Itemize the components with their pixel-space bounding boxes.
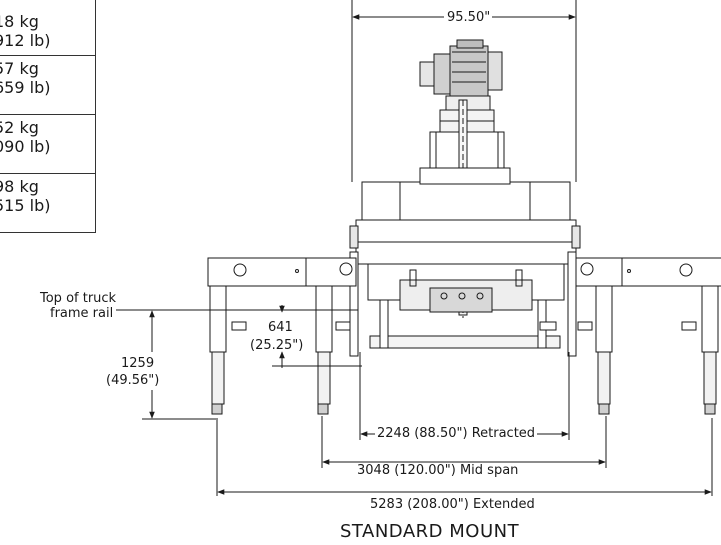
left-outrigger <box>207 257 357 415</box>
weight-row: 57 kg659 lb) <box>0 55 96 115</box>
weight-row: 98 kg515 lb) <box>0 173 96 233</box>
weight-kg: 52 kg <box>0 118 39 137</box>
right-outrigger <box>539 257 721 415</box>
top-width-label: 95.50" <box>445 10 493 25</box>
weight-lb: 090 lb) <box>0 137 51 156</box>
weight-lb: 659 lb) <box>0 78 51 97</box>
weight-kg: 18 kg <box>0 12 39 31</box>
top-width-dimension <box>351 0 577 182</box>
truck-rail-dimension <box>116 305 362 368</box>
weight-lb: 515 lb) <box>0 196 51 215</box>
top-of-truck-label-line2: frame rail <box>50 306 114 321</box>
mid-span-label: 3048 (120.00") Mid span <box>357 463 519 478</box>
weight-kg: 57 kg <box>0 59 39 78</box>
weight-kg: 98 kg <box>0 177 39 196</box>
rail-height-in-label: (25.25") <box>250 338 304 353</box>
weight-row: 18 kg912 lb) <box>0 0 96 56</box>
leg-height-mm-label: 1259 <box>121 356 155 371</box>
leg-height-dimension <box>142 310 216 420</box>
top-of-truck-label-line1: Top of truck <box>40 291 117 306</box>
leg-height-in-label: (49.56") <box>106 373 160 388</box>
extended-label: 5283 (208.00") Extended <box>370 497 535 512</box>
weights-table: 18 kg912 lb) 57 kg659 lb) 52 kg090 lb) 9… <box>0 0 96 233</box>
weight-lb: 912 lb) <box>0 31 51 50</box>
drawing-title: STANDARD MOUNT <box>340 521 520 542</box>
weight-row: 52 kg090 lb) <box>0 114 96 174</box>
rail-height-mm-label: 641 <box>268 320 293 335</box>
retracted-label: 2248 (88.50") Retracted <box>375 426 538 441</box>
crane-body <box>349 167 581 357</box>
